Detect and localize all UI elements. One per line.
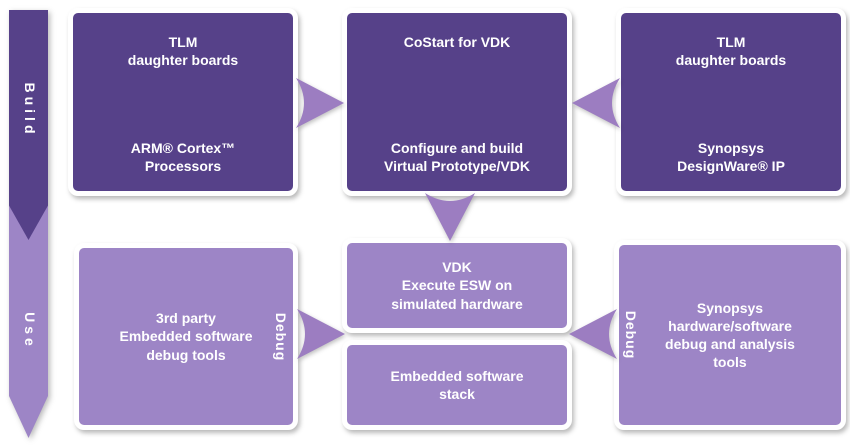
box-costart-title: CoStart for VDK xyxy=(403,34,511,50)
box-vdk-execute-text: VDK Execute ESW on simulated hardware xyxy=(391,259,523,312)
arrow-left-icon xyxy=(569,309,617,359)
box-tlm-arm: TLM daughter boards ARM® Cortex™ Process… xyxy=(68,8,298,196)
use-phase-label: Use xyxy=(22,312,38,350)
box-costart-subtitle: Configure and build Virtual Prototype/VD… xyxy=(384,139,530,174)
arrow-right-icon xyxy=(297,309,345,359)
box-3rd-party-debug: 3rd party Embedded software debug tools … xyxy=(74,243,298,430)
box-embedded-stack-text: Embedded software stack xyxy=(390,367,524,402)
box-tlm-designware-subtitle: Synopsys DesignWare® IP xyxy=(677,139,785,174)
box-embedded-stack: Embedded software stack xyxy=(342,340,572,430)
box-tlm-designware: TLM daughter boards Synopsys DesignWare®… xyxy=(616,8,846,196)
box-vdk-execute: VDK Execute ESW on simulated hardware xyxy=(342,238,572,333)
box-costart-vdk: CoStart for VDK Configure and build Virt… xyxy=(342,8,572,196)
build-phase-label: Build xyxy=(22,82,38,138)
arrow-down-icon xyxy=(425,193,475,241)
arrow-right-icon xyxy=(296,78,344,128)
arrow-left-icon xyxy=(572,78,620,128)
box-tlm-designware-title: TLM daughter boards xyxy=(675,34,787,69)
box-tlm-arm-subtitle: ARM® Cortex™ Processors xyxy=(130,139,236,174)
debug-label-left: Debug xyxy=(273,312,289,361)
box-tlm-arm-title: TLM daughter boards xyxy=(127,34,239,69)
box-synopsys-debug-tools-text: Synopsys hardware/software debug and ana… xyxy=(665,299,795,371)
debug-label-right: Debug xyxy=(623,310,640,360)
box-synopsys-debug-tools: Synopsys hardware/software debug and ana… xyxy=(614,240,846,430)
box-3rd-party-debug-text: 3rd party Embedded software debug tools xyxy=(119,310,253,363)
